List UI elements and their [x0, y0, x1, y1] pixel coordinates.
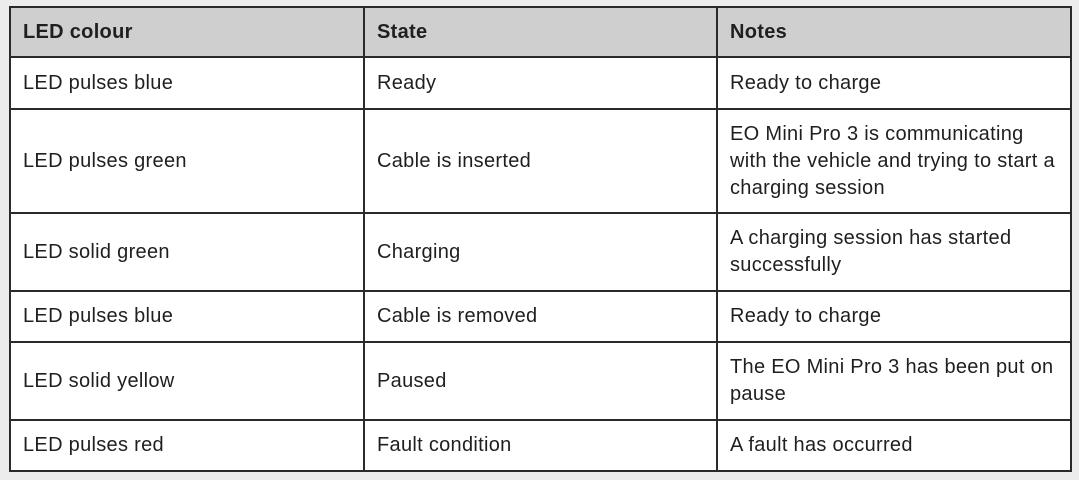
table-header-row: LED colour State Notes: [9, 6, 1072, 58]
cell-notes: Ready to charge: [716, 56, 1072, 110]
cell-led-colour: LED pulses green: [9, 108, 365, 214]
cell-led-colour: LED solid yellow: [9, 341, 365, 421]
header-notes: Notes: [716, 6, 1072, 58]
cell-led-colour: LED pulses blue: [9, 290, 365, 343]
cell-state: Paused: [363, 341, 718, 421]
cell-notes: EO Mini Pro 3 is communicating with the …: [716, 108, 1072, 214]
cell-state: Cable is removed: [363, 290, 718, 343]
cell-state: Charging: [363, 212, 718, 292]
cell-led-colour: LED pulses red: [9, 419, 365, 472]
cell-notes: A charging session has started successfu…: [716, 212, 1072, 292]
header-state: State: [363, 6, 718, 58]
table-row: LED solid yellow Paused The EO Mini Pro …: [9, 341, 1072, 421]
cell-notes: The EO Mini Pro 3 has been put on pause: [716, 341, 1072, 421]
cell-state: Ready: [363, 56, 718, 110]
table-row: LED pulses blue Cable is removed Ready t…: [9, 290, 1072, 343]
table-row: LED pulses red Fault condition A fault h…: [9, 419, 1072, 472]
table-row: LED pulses green Cable is inserted EO Mi…: [9, 108, 1072, 214]
cell-notes: A fault has occurred: [716, 419, 1072, 472]
cell-notes: Ready to charge: [716, 290, 1072, 343]
table-row: LED pulses blue Ready Ready to charge: [9, 56, 1072, 110]
cell-led-colour: LED pulses blue: [9, 56, 365, 110]
cell-state: Fault condition: [363, 419, 718, 472]
cell-led-colour: LED solid green: [9, 212, 365, 292]
led-status-table-container: LED colour State Notes LED pulses blue R…: [9, 6, 1072, 472]
led-status-table: LED colour State Notes LED pulses blue R…: [9, 6, 1072, 472]
cell-state: Cable is inserted: [363, 108, 718, 214]
header-led-colour: LED colour: [9, 6, 365, 58]
table-row: LED solid green Charging A charging sess…: [9, 212, 1072, 292]
